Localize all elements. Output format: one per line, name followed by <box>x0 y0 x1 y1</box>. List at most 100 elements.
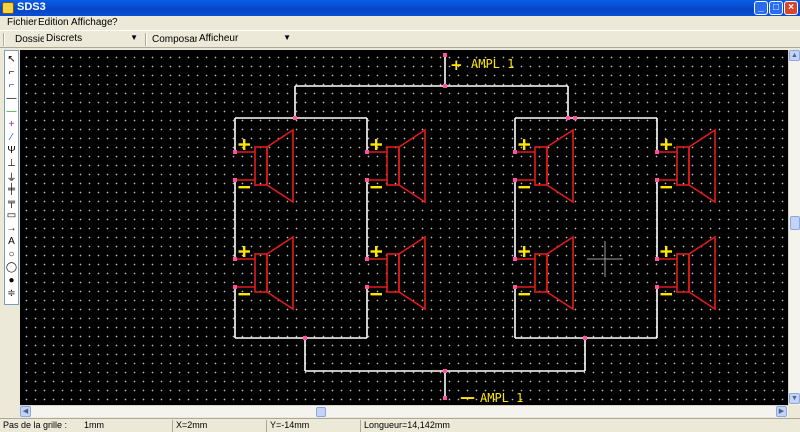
menu-fichier[interactable]: Fichier <box>7 17 38 28</box>
minus-sign <box>238 293 250 296</box>
junction-node <box>443 84 447 88</box>
line-green-tool-icon[interactable]: — <box>6 105 17 117</box>
scroll-down-arrow-icon[interactable]: ▼ <box>789 393 800 404</box>
horizontal-scroll-thumb[interactable] <box>316 407 326 417</box>
junction-node <box>365 285 369 289</box>
wires <box>234 55 658 398</box>
speaker-cone <box>688 235 716 311</box>
menu-bar: Fichier Edition Affichage ? <box>0 16 800 30</box>
speaker-body <box>534 253 548 293</box>
junction-node <box>365 150 369 154</box>
filled-circle-tool-icon[interactable]: ● <box>8 274 15 286</box>
text-tool-icon[interactable]: A <box>8 235 15 247</box>
cursor-crosshair <box>587 241 623 277</box>
speaker-body <box>254 253 268 293</box>
terminal-stack-tool-icon[interactable]: ≑ <box>7 287 16 299</box>
horizontal-scrollbar[interactable]: ◀ ▶ <box>20 405 788 417</box>
toolbar-grip <box>3 33 5 46</box>
dossier-label: Dossier : <box>15 34 55 45</box>
plus-sign-h <box>660 143 672 146</box>
plus-sign-h <box>238 143 250 146</box>
dossier-select[interactable]: Discrets ▼ <box>44 33 140 46</box>
schematic-drawing: + AMPL 1 — AMPL 1 <box>233 53 716 405</box>
pointer-tool-icon[interactable]: ↖ <box>7 53 16 65</box>
chevron-down-icon: ▼ <box>130 33 138 42</box>
vertical-scroll-thumb[interactable] <box>790 216 800 230</box>
status-divider <box>266 420 267 432</box>
junction-node <box>655 257 659 261</box>
menu-affichage[interactable]: Affichage <box>71 17 113 28</box>
wire-step-tool-icon[interactable]: ⌐ <box>8 66 15 78</box>
wire-step-bold-tool-icon[interactable]: ⌐ <box>8 79 15 91</box>
scroll-up-arrow-icon[interactable]: ▲ <box>789 50 800 61</box>
junction-node <box>566 116 570 120</box>
speaker-body <box>676 253 690 293</box>
vertical-scrollbar[interactable]: ▲ ▼ <box>788 50 800 405</box>
junction-node <box>513 178 517 182</box>
junction-node <box>655 178 659 182</box>
junction-node <box>233 257 237 261</box>
minus-sign <box>660 186 672 189</box>
speaker-body <box>534 146 548 186</box>
status-bar: Pas de la grille : 1mm X=2mm Y=-14mm Lon… <box>0 418 800 432</box>
speaker-body <box>254 146 268 186</box>
junction-node <box>583 336 587 340</box>
minimize-button[interactable]: _ <box>754 1 768 15</box>
circle-tool-icon[interactable]: ◯ <box>5 261 18 273</box>
menu-edition[interactable]: Edition <box>38 17 69 28</box>
status-divider <box>172 420 173 432</box>
junction-node <box>513 285 517 289</box>
junction-nodes <box>233 53 659 400</box>
cursor-y: Y=-14mm <box>270 420 310 430</box>
ground-t-tool-icon[interactable]: ⊥ <box>7 157 16 169</box>
maximize-button[interactable]: □ <box>769 1 783 15</box>
cross-tool-icon[interactable]: + <box>8 118 15 130</box>
window-title: SDS3 <box>17 1 46 13</box>
junction-node <box>655 150 659 154</box>
minus-sign <box>238 186 250 189</box>
menu-help[interactable]: ? <box>112 17 118 28</box>
label-box-tool-icon[interactable]: ▭ <box>6 209 17 221</box>
plus-sign-h <box>660 250 672 253</box>
junction-node <box>573 116 577 120</box>
battery-tool-icon[interactable]: ╤ <box>7 196 16 208</box>
arrow-right-tool-icon[interactable]: → <box>6 222 17 234</box>
speaker-cone <box>266 235 294 311</box>
junction-node <box>365 257 369 261</box>
tool-palette: ↖ ⌐ ⌐ — — + ⁄ Ψ ⊥ ⏚ ╪ ╤ ▭ → A ○ ◯ ● ≑ <box>4 50 19 305</box>
speakers <box>235 128 716 311</box>
composants-select[interactable]: Afficheur ▼ <box>197 33 293 46</box>
scroll-left-arrow-icon[interactable]: ◀ <box>20 406 31 417</box>
capacitor-ground-tool-icon[interactable]: ╪ <box>7 183 16 195</box>
schematic-canvas[interactable]: + AMPL 1 — AMPL 1 <box>20 50 788 405</box>
speaker-cone <box>546 128 574 204</box>
junction-node <box>365 178 369 182</box>
ampl-minus-sign: — <box>460 388 475 405</box>
cursor-x: X=2mm <box>176 420 208 430</box>
diagonal-tool-icon[interactable]: ⁄ <box>10 131 13 143</box>
minus-sign <box>660 293 672 296</box>
plus-sign-h <box>238 250 250 253</box>
scroll-right-arrow-icon[interactable]: ▶ <box>776 406 787 417</box>
minus-sign <box>370 293 382 296</box>
junction-node <box>233 285 237 289</box>
composants-value: Afficheur <box>199 33 239 44</box>
close-button[interactable]: × <box>784 1 798 15</box>
plus-sign-h <box>518 250 530 253</box>
speaker-cone <box>398 128 426 204</box>
speaker-body <box>386 146 400 186</box>
speaker-body <box>676 146 690 186</box>
title-bar[interactable]: SDS3 _ □ × <box>0 0 800 16</box>
speaker-cone <box>688 128 716 204</box>
junction-node <box>513 150 517 154</box>
speaker-body <box>386 253 400 293</box>
junction-node <box>303 336 307 340</box>
line-tool-icon[interactable]: — <box>6 92 17 104</box>
plus-sign-h <box>518 143 530 146</box>
ellipse-tool-icon[interactable]: ○ <box>8 248 15 260</box>
status-divider <box>360 420 361 432</box>
speaker-cone <box>266 128 294 204</box>
minus-sign <box>518 186 530 189</box>
ground-tool-icon[interactable]: ⏚ <box>6 172 17 184</box>
antenna-tool-icon[interactable]: Ψ <box>7 144 16 156</box>
